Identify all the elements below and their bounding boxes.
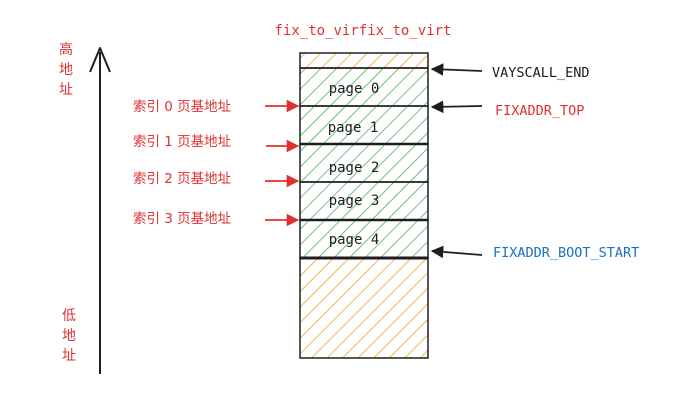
low-address-char-2: 地 — [62, 328, 76, 344]
index-3-label: 索引 3 页基地址 — [133, 210, 231, 227]
fixaddr-boot-start-label: FIXADDR_BOOT_START — [493, 245, 639, 261]
address-axis-arrowhead-icon — [89, 47, 111, 73]
high-address-char-1: 高 — [59, 41, 73, 58]
diagram-title: fix_to_virfix_to_virt — [274, 23, 451, 39]
fixaddr-top-arrow — [430, 100, 483, 114]
page-2-block — [299, 143, 429, 183]
page-4-label: page 4 — [329, 232, 380, 248]
low-address-char-3: 址 — [62, 348, 76, 364]
page-3-block — [299, 181, 429, 221]
page-1-label: page 1 — [328, 120, 379, 136]
fixaddr-boot-start-arrow — [430, 245, 483, 259]
vayscall-end-label: VAYSCALL_END — [492, 65, 590, 81]
low-address-char-1: 低 — [62, 308, 76, 324]
top-region-block — [299, 52, 429, 69]
vayscall-end-arrow — [430, 63, 483, 76]
page-0-block — [299, 67, 429, 107]
high-address-char-3: 址 — [59, 82, 73, 98]
page-3-label: page 3 — [329, 193, 380, 209]
page-2-label: page 2 — [329, 160, 380, 176]
index-0-label: 索引 0 页基地址 — [133, 98, 231, 115]
lower-region-block — [299, 257, 429, 359]
fixaddr-top-label: FIXADDR_TOP — [495, 103, 584, 119]
high-address-char-2: 地 — [59, 62, 73, 78]
index-1-label: 索引 1 页基地址 — [133, 133, 231, 150]
index-2-label: 索引 2 页基地址 — [133, 170, 231, 187]
page-0-label: page 0 — [329, 81, 380, 97]
page-1-block — [299, 105, 429, 145]
